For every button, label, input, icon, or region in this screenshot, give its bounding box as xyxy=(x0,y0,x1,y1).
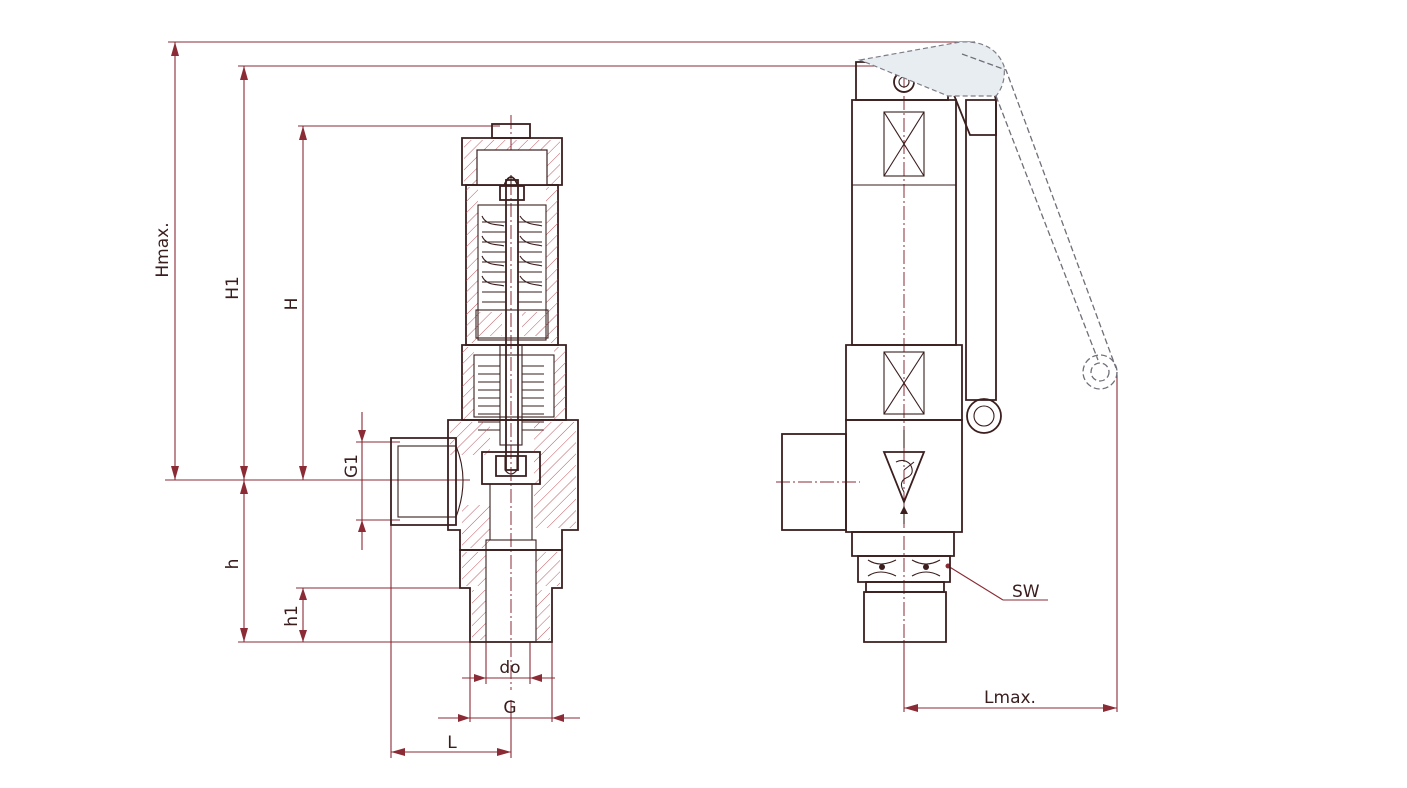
dimension-lines xyxy=(165,41,1118,758)
label-sw: SW xyxy=(1012,582,1040,602)
label-do: do xyxy=(499,658,520,678)
label-lmax: Lmax. xyxy=(984,688,1036,708)
upper-spring xyxy=(481,215,543,303)
label-h1-upper: H1 xyxy=(223,276,243,300)
label-hmax: Hmax. xyxy=(153,222,173,277)
valve-side-view xyxy=(776,41,1118,650)
label-h-upper: H xyxy=(282,298,302,311)
label-g: G xyxy=(503,698,516,718)
brand-logo-icon xyxy=(882,430,926,524)
label-h-lower: h xyxy=(223,559,243,570)
label-l: L xyxy=(447,733,457,753)
dimension-labels: Hmax. H1 H G1 h h1 do G L SW Lmax. xyxy=(153,222,1040,753)
valve-section-view xyxy=(386,115,579,690)
label-g1: G1 xyxy=(342,454,362,478)
lever-phantom-position xyxy=(857,41,1118,390)
label-h1-lower: h1 xyxy=(282,605,302,627)
